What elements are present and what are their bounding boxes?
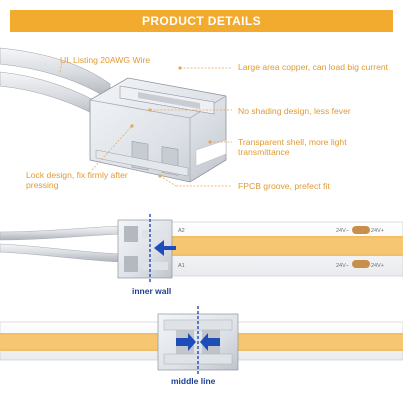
strip-mark-positive-2: 24V+ xyxy=(371,263,384,269)
figure-inner-wall xyxy=(0,214,403,284)
callout-lines xyxy=(59,61,232,187)
figure-middle-line xyxy=(0,306,403,376)
callout-shell: Transparent shell, more light transmitta… xyxy=(238,137,347,157)
strip-mark-negative: 24V− xyxy=(336,228,349,234)
header-title: PRODUCT DETAILS xyxy=(141,14,262,28)
strip-mark-positive: 24V+ xyxy=(371,228,384,234)
header-banner: PRODUCT DETAILS xyxy=(10,10,393,32)
callout-lock: Lock design, fix firmly after pressing xyxy=(26,170,128,190)
callout-shading: No shading design, less fever xyxy=(238,106,351,116)
callout-copper: Large area copper, can load big current xyxy=(238,62,389,72)
strip-pad-a1: A1 xyxy=(178,263,185,269)
callout-fpcb: FPCB groove, prefect fit xyxy=(238,181,330,191)
strip-pad-a2: A2 xyxy=(178,228,185,234)
connector-closeup xyxy=(0,47,227,183)
callout-wire: UL Listing 20AWG Wire xyxy=(60,55,151,65)
label-inner-wall: inner wall xyxy=(132,286,172,296)
strip-mark-negative-2: 24V− xyxy=(336,263,349,269)
label-middle-line: middle line xyxy=(171,376,216,386)
